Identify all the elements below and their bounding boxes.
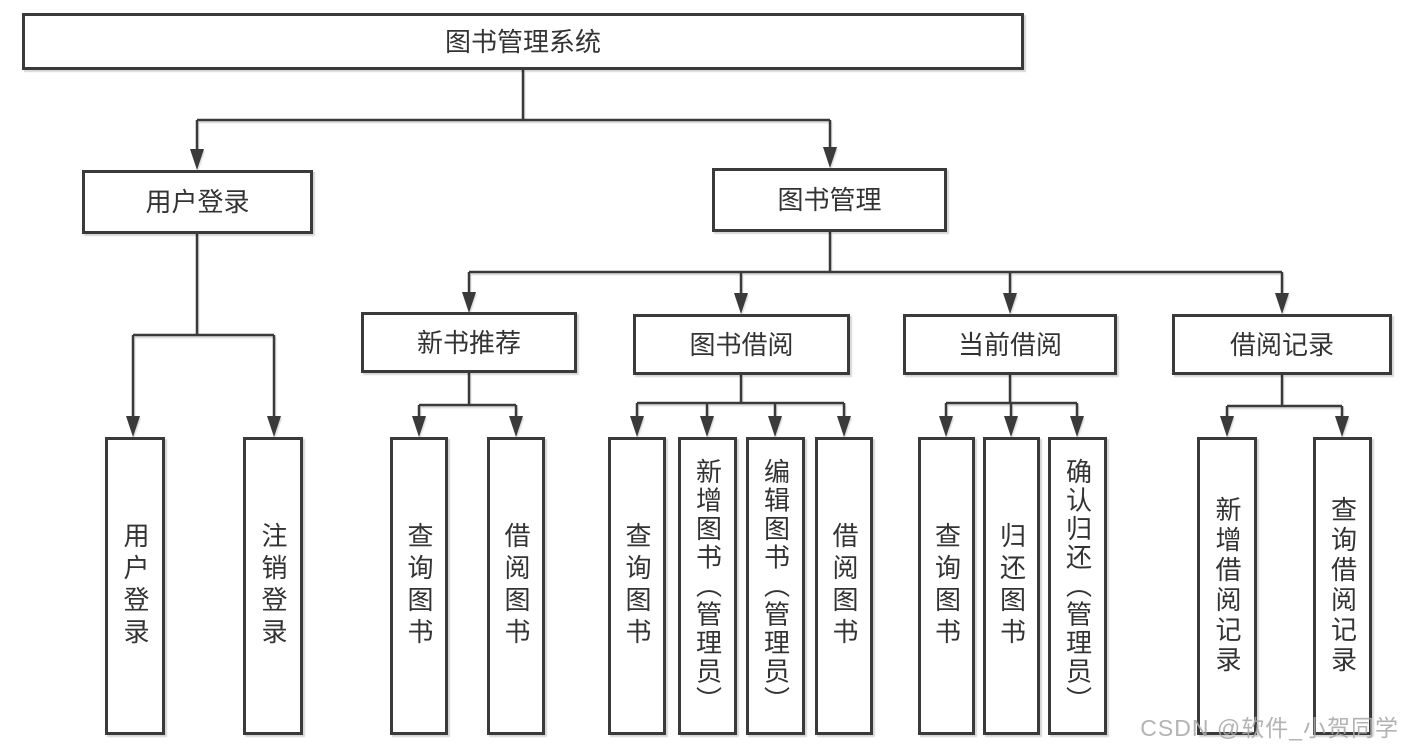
leaf-nbr-borrow-books: 借阅图书 <box>487 437 545 735</box>
leaf-bb-borrow-books: 借阅图书 <box>815 437 873 735</box>
leaf-br-query-record: 查询借阅记录 <box>1313 437 1372 735</box>
node-book-management: 图书管理 <box>712 168 947 232</box>
node-new-book-recommendation: 新书推荐 <box>361 312 577 373</box>
leaf-cb-confirm-return-admin: 确认归还（管理员） <box>1048 437 1107 735</box>
leaf-bb-query-books: 查询图书 <box>608 437 666 735</box>
leaf-cb-return-books: 归还图书 <box>983 437 1040 735</box>
leaf-nbr-query-books: 查询图书 <box>390 437 448 735</box>
node-book-borrowing: 图书借阅 <box>633 314 850 375</box>
leaf-cb-query-books: 查询图书 <box>918 437 975 735</box>
leaf-user-login: 用户登录 <box>105 437 165 735</box>
arrowheads <box>126 147 1349 437</box>
leaf-bb-add-books-admin: 新增图书（管理员） <box>678 437 737 735</box>
leaf-br-add-record: 新增借阅记录 <box>1197 437 1257 735</box>
node-library-management-system: 图书管理系统 <box>22 13 1024 70</box>
node-current-borrowing: 当前借阅 <box>903 314 1117 375</box>
watermark: CSDN @软件_小贺同学 <box>1140 715 1399 741</box>
leaf-bb-edit-books-admin: 编辑图书（管理员） <box>746 437 805 735</box>
node-borrowing-records: 借阅记录 <box>1172 314 1392 375</box>
leaf-logout: 注销登录 <box>243 437 303 735</box>
node-user-login: 用户登录 <box>82 170 313 234</box>
tree-edges <box>131 70 1344 418</box>
